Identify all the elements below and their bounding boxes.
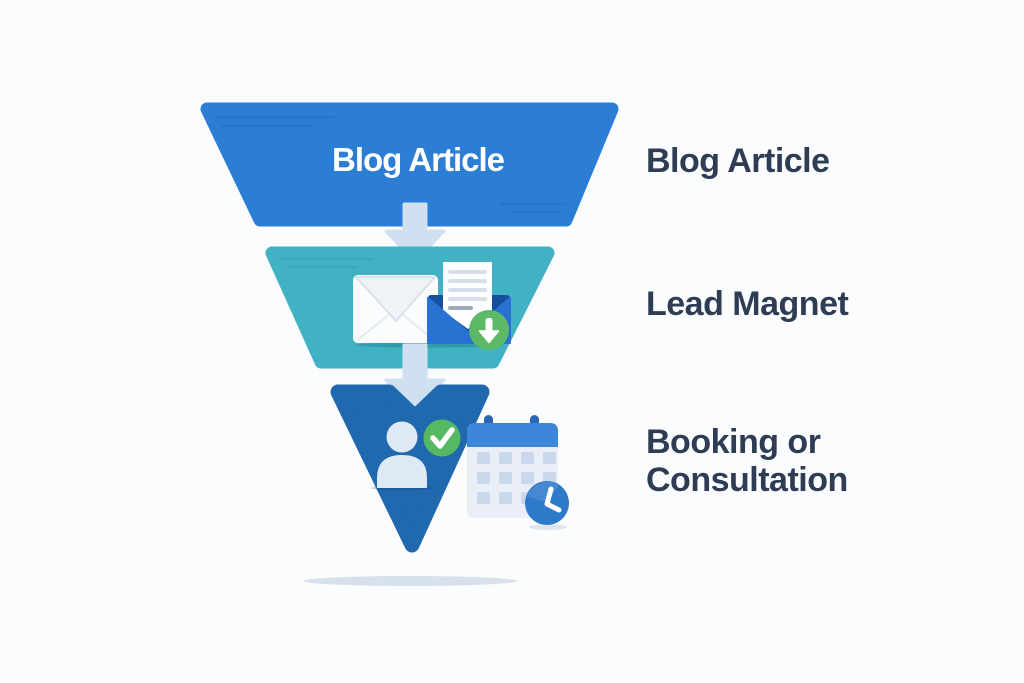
clock-icon: [525, 481, 569, 525]
funnel-stage-blog-article: [200, 102, 619, 227]
closed-envelope-icon: [353, 275, 438, 343]
side-label-booking-line1: Booking or: [646, 423, 821, 461]
person-icon: [377, 421, 427, 488]
check-badge-icon: [423, 419, 461, 457]
stage1-texture-streaks: [214, 115, 566, 214]
side-label-blog-article: Blog Article: [646, 142, 830, 180]
side-label-booking-line2: Consultation: [646, 461, 848, 499]
document-icon: [443, 262, 492, 329]
funnel-stage1-label: Blog Article: [332, 141, 505, 178]
stage2-texture-streaks: [281, 257, 372, 269]
ground-shadow: [303, 576, 517, 586]
download-badge-icon: [469, 310, 509, 350]
clock-shadow: [529, 524, 567, 530]
side-label-lead-magnet: Lead Magnet: [646, 285, 849, 323]
side-label-booking-consultation: Booking or Consultation: [646, 423, 848, 499]
